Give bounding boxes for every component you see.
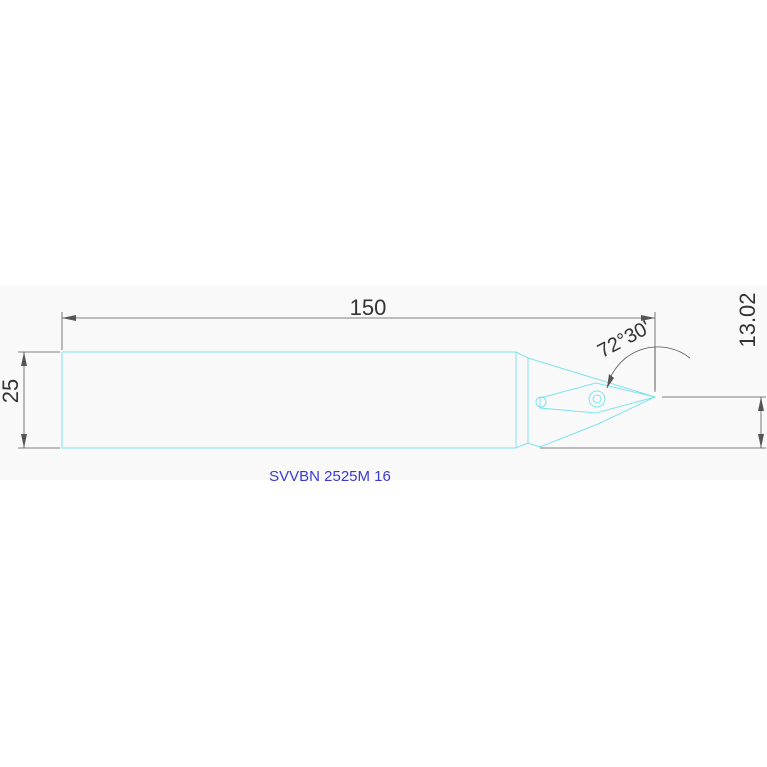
- height-value: 25: [0, 379, 23, 403]
- length-value: 150: [350, 295, 387, 320]
- insert-screw-outer: [588, 390, 606, 408]
- height-arrow-top: [21, 352, 27, 366]
- clamp-pin-small: [535, 396, 547, 408]
- insert-screw-inner: [592, 394, 602, 404]
- insert-outline: [539, 382, 656, 414]
- head-outline: [527, 357, 657, 448]
- height-arrow-bottom: [21, 434, 27, 448]
- length-arrow-right: [641, 315, 655, 321]
- length-arrow-left: [62, 315, 76, 321]
- dimension-offset: 13.02: [540, 292, 766, 449]
- angle-arrow: [607, 374, 614, 388]
- model-label: SVVBN 2525M 16: [269, 468, 391, 485]
- offset-value: 13.02: [735, 292, 760, 347]
- dimension-height: 25: [0, 351, 60, 449]
- tool-holder-body: [61, 351, 657, 449]
- angle-arc: [606, 346, 691, 389]
- offset-arrow-bottom: [758, 434, 764, 448]
- offset-arrow-top: [758, 397, 764, 411]
